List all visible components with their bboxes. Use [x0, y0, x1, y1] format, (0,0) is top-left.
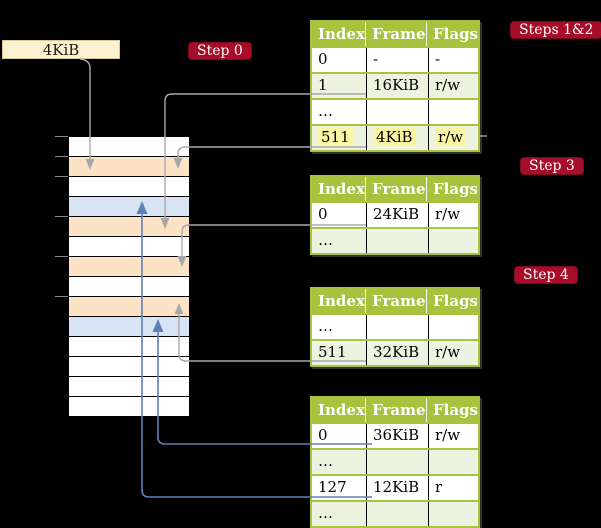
table-cell: 36KiB	[366, 424, 428, 448]
table-cell: …	[318, 452, 333, 470]
table-cell: r	[428, 476, 478, 500]
table-cell: …	[318, 231, 333, 249]
memory-frame-row	[69, 237, 189, 257]
table-cell: 4KiB	[366, 126, 428, 150]
memory-frame-row	[69, 137, 189, 157]
highlighted-value: 511	[318, 128, 353, 146]
table-cell	[366, 450, 428, 474]
table-cell: …	[318, 504, 333, 522]
memory-frame-row	[69, 277, 189, 297]
table-cell	[428, 315, 478, 339]
table-row: …	[312, 448, 478, 474]
frame-offset-tick	[55, 216, 69, 217]
table-cell: 12KiB	[366, 476, 428, 500]
table-cell: …	[318, 317, 333, 335]
table-cell	[366, 315, 428, 339]
frame-offset-tick	[55, 136, 69, 137]
table-cell	[428, 100, 478, 124]
highlighted-value: 4KiB	[373, 128, 416, 146]
highlighted-value: r/w	[435, 128, 467, 146]
table-header-cell: Index	[318, 180, 365, 198]
memory-frame-row	[69, 377, 189, 397]
badge-steps-1-2: Steps 1&2	[510, 21, 601, 39]
table-row: …	[312, 98, 478, 124]
table-cell: r/w	[428, 203, 478, 227]
memory-frame-row	[69, 177, 189, 197]
badge-step-3: Step 3	[520, 157, 584, 175]
table-cell: r/w	[428, 126, 478, 150]
table-cell: 32KiB	[366, 341, 428, 365]
table-header-cell: Flags	[426, 289, 478, 313]
table-cell: 511	[312, 126, 366, 150]
table-header-cell: Frame	[365, 22, 426, 46]
memory-frame-row	[69, 397, 189, 416]
table-cell	[366, 229, 428, 253]
table-cell: 1	[318, 76, 328, 94]
table-header-cell: Flags	[426, 22, 478, 46]
table-cell	[366, 100, 428, 124]
memory-column	[68, 136, 190, 417]
table-header-cell: Index	[318, 25, 365, 43]
table-row: 0 --	[312, 46, 478, 72]
table-cell: r/w	[428, 341, 478, 365]
badge-step-0: Step 0	[188, 42, 252, 60]
memory-frame-row	[69, 357, 189, 377]
frame-offset-tick	[55, 256, 69, 257]
table-cell: 0	[318, 426, 328, 444]
memory-frame-row	[69, 197, 189, 217]
table-row: …	[312, 313, 478, 339]
frame-offset-tick	[55, 296, 69, 297]
table-cell: 0	[318, 50, 328, 68]
table-cell: 511	[318, 343, 347, 361]
table-cell	[366, 502, 428, 526]
table-cell: r/w	[428, 424, 478, 448]
table-cell: -	[428, 48, 478, 72]
frame-offset-tick	[55, 176, 69, 177]
table-row: …	[312, 500, 478, 526]
table-cell	[428, 450, 478, 474]
memory-frame-row	[69, 297, 189, 317]
memory-frame-row	[69, 317, 189, 337]
badge-step-4: Step 4	[514, 266, 578, 284]
table-cell: 24KiB	[366, 203, 428, 227]
table-cell: 0	[318, 205, 328, 223]
memory-frame-row	[69, 217, 189, 237]
table-cell	[428, 502, 478, 526]
table-header-cell: Index	[318, 401, 365, 419]
table-header-cell: Flags	[426, 398, 478, 422]
table-header-cell: Flags	[426, 177, 478, 201]
frame-address-box: 4KiB	[2, 40, 120, 59]
memory-frame-row	[69, 257, 189, 277]
table-header-cell: Frame	[365, 289, 426, 313]
table-header-cell: Frame	[365, 398, 426, 422]
table-header-cell: Index	[318, 292, 365, 310]
table-cell: r/w	[428, 74, 478, 98]
table-header-cell: Frame	[365, 177, 426, 201]
table-row: 511 4KiB r/w	[312, 124, 478, 150]
table-cell: -	[366, 48, 428, 72]
table-cell: 16KiB	[366, 74, 428, 98]
table-cell: …	[318, 102, 333, 120]
memory-frame-row	[69, 337, 189, 357]
table-cell: 127	[318, 478, 347, 496]
table-row: …	[312, 227, 478, 253]
memory-frame-row	[69, 157, 189, 177]
table-cell	[428, 229, 478, 253]
frame-offset-tick	[55, 156, 69, 157]
